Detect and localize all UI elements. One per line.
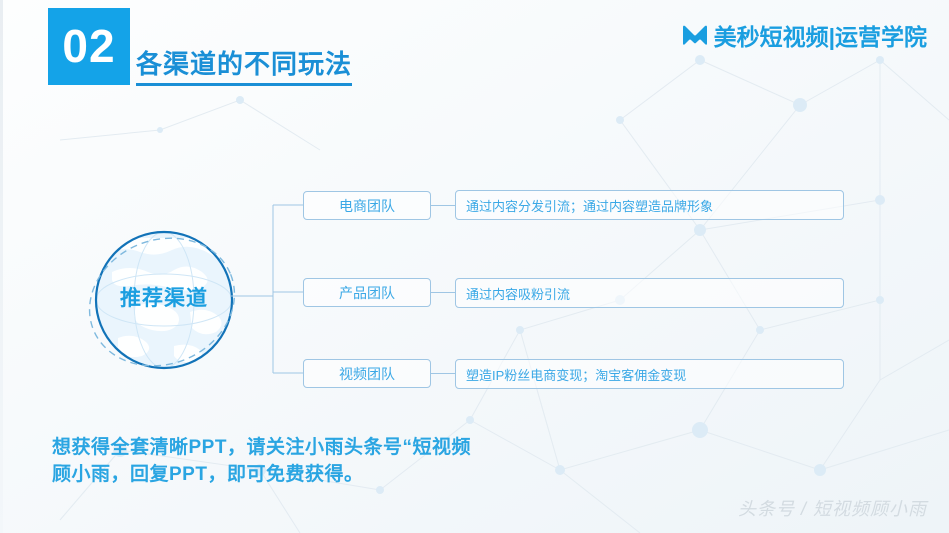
page-title: 各渠道的不同玩法 <box>136 48 353 86</box>
promo-text-line-2: 顾小雨，回复PPT，即可免费获得。 <box>52 464 364 485</box>
watermark: 头条号 / 短视频顾小雨 <box>737 499 927 519</box>
desc-node-3[interactable]: 塑造IP粉丝电商变现；淘宝客佣金变现 <box>455 359 844 389</box>
team-node-2-label: 产品团队 <box>339 284 395 301</box>
team-node-1[interactable]: 电商团队 <box>303 191 431 220</box>
link-line-3 <box>431 373 455 374</box>
team-node-2[interactable]: 产品团队 <box>303 278 431 307</box>
section-number-badge: 02 <box>48 8 130 85</box>
promo-text-line-1: 想获得全套清晰PPT，请关注小雨头条号“短视频 <box>52 437 471 458</box>
link-line-1 <box>431 205 455 206</box>
team-node-3-label: 视频团队 <box>339 365 395 382</box>
brand-logo-text: 美秒短视频|运营学院 <box>713 24 927 50</box>
desc-node-2-label: 通过内容吸粉引流 <box>466 286 571 302</box>
desc-node-1-label: 通过内容分发引流；通过内容塑造品牌形象 <box>466 198 714 214</box>
desc-node-2[interactable]: 通过内容吸粉引流 <box>455 278 844 308</box>
promo-text: 想获得全套清晰PPT，请关注小雨头条号“短视频 顾小雨，回复PPT，即可免费获得… <box>52 434 482 488</box>
link-line-2 <box>431 292 455 293</box>
desc-node-3-label: 塑造IP粉丝电商变现；淘宝客佣金变现 <box>466 367 687 383</box>
root-node-globe: 推荐渠道 <box>78 220 250 380</box>
left-edge-strip <box>0 0 3 533</box>
globe-icon <box>88 230 236 370</box>
brand-logo: 美秒短视频|运营学院 <box>681 18 927 52</box>
mountain-m-logo-icon <box>682 25 707 45</box>
team-node-1-label: 电商团队 <box>339 197 395 214</box>
team-node-3[interactable]: 视频团队 <box>303 359 431 388</box>
desc-node-1[interactable]: 通过内容分发引流；通过内容塑造品牌形象 <box>455 190 844 220</box>
section-number-text: 02 <box>62 20 116 72</box>
root-node-label: 推荐渠道 <box>120 287 208 310</box>
